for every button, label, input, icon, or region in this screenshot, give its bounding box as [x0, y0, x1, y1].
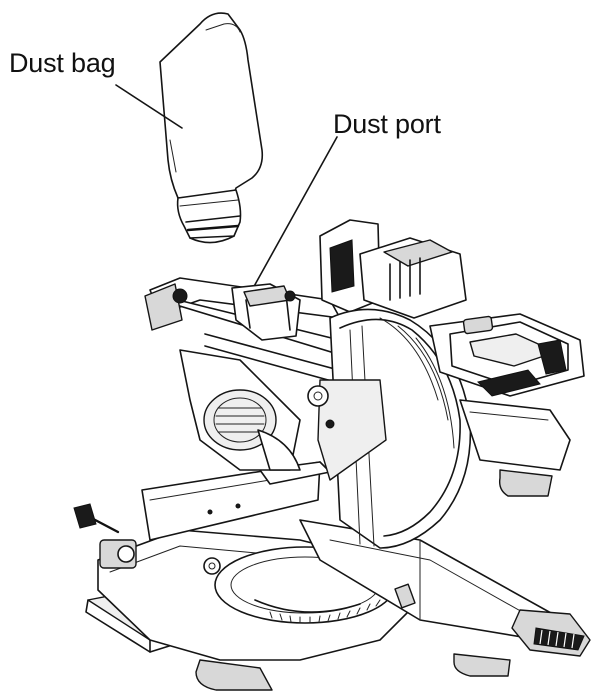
motor-housing: [179, 349, 301, 471]
dust-port-leader-line: [251, 136, 338, 291]
dust-port: [231, 283, 301, 341]
fence: [141, 461, 331, 541]
front-extension-rail: [299, 519, 591, 657]
dust-bag-callout-label: Dust bag: [9, 48, 116, 78]
dust-bag-leader-line: [115, 84, 183, 129]
rear-handle: [429, 313, 585, 397]
dust-bag: [159, 12, 264, 244]
battery-packs: [319, 219, 467, 319]
right-base-wing: [459, 399, 571, 497]
dust-port-callout-label: Dust port: [333, 109, 441, 139]
blade-guard: [307, 308, 472, 549]
